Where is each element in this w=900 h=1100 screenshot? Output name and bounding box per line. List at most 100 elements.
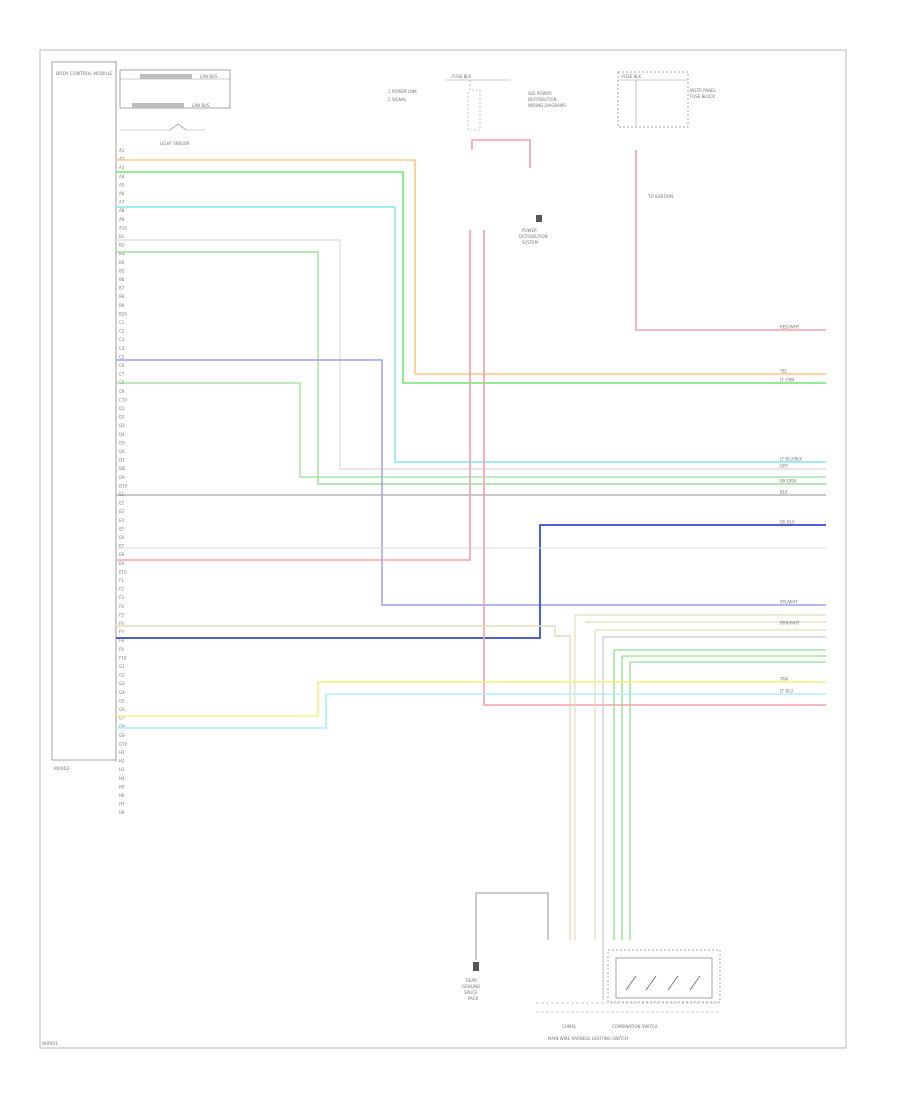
module-pin: H8 [119,810,125,815]
module-pin: E7 [119,544,125,549]
ground-top-2: DISTRIBUTION [519,234,548,239]
module-pin: D9 [119,475,125,480]
module-pin: D4 [119,432,125,437]
module-pin: F9 [119,647,124,652]
ignition-label: TO IGNITION [647,194,673,199]
module-pin: A9 [119,217,125,222]
wire-code-label: LT BLU [780,689,793,694]
fuse-right-title: FUSE BLK [622,74,642,79]
fuse-block-left: FUSE BLK SEE POWER DISTRIBUTION WIRING D… [445,74,566,131]
module-pin: C10 [119,397,127,402]
module-pin: F7 [119,630,124,635]
module-pin: A10 [119,225,127,230]
module-pin: H4 [119,776,125,781]
module-pin: E6 [119,535,125,540]
switch-label-right: COMBINATION SWITCH [612,1024,657,1029]
module-pin: C1 [119,320,125,325]
module-pin: G3 [119,681,125,686]
combination-switch-assembly: CHMSL COMBINATION SWITCH MAIN WIRE HARNE… [536,949,721,1041]
module-pin: G6 [119,707,125,712]
module-pin: B5 [119,268,125,273]
module-pin: C5 [119,354,125,359]
body-control-module: BODY CONTROL MODULE M0002 A1A2A3A4A5A6A7… [51,60,128,815]
fuse-block-right: FUSE BLK INSTR PANEL FUSE BLOCK [617,71,717,128]
module-pin: H2 [119,759,125,764]
bus-label-2: LAN BUS [192,103,210,108]
module-pin: A3 [119,165,125,170]
module-pin: C7 [119,372,125,377]
module-pin: D5 [119,440,125,445]
module-pin: F2 [119,587,124,592]
ground-top-3: SYSTEM [522,240,538,245]
wire-code-label: BRN/WHT [780,621,800,626]
wire-code-label: YEL [779,369,788,374]
fuse-right-note-2: FUSE BLOCK [690,94,715,99]
module-pin: B2 [119,243,125,248]
module-pin: H1 [119,750,125,755]
module-pin: H5 [119,784,125,789]
module-pin: C2 [119,329,125,334]
module-pin: H6 [119,793,125,798]
module-footer: M0002 [54,766,69,772]
module-pin: E8 [119,552,125,557]
module-pin: D7 [119,458,125,463]
module-pin: B4 [119,260,125,265]
legend: 1 POWER LINK 2 SIGNAL [388,89,417,102]
module-pin: G1 [119,664,125,669]
module-pin: D6 [119,449,125,454]
module-pin: C9 [119,389,125,394]
diagram-frame [39,49,847,1049]
page-code: W0001 [42,1041,58,1047]
ground-bottom-3: SPLICE [464,990,478,995]
module-pin: E2 [119,501,125,506]
module-pin: F1 [119,578,124,583]
footer-label: MAIN WIRE HARNESS LIGHTING SWITCH [548,1036,628,1041]
module-pin: G9 [119,733,125,738]
module-pin: E3 [119,509,125,514]
module-pin: A8 [119,208,125,213]
legend-item-1: 1 POWER LINK [388,89,417,94]
module-pin: E10 [119,569,127,574]
module-pin: A2 [119,157,125,162]
switch-label-left: CHMSL [562,1024,577,1029]
module-pin: C4 [119,346,125,351]
bus-label-1: LAN BUS [200,74,218,79]
wire-code-label: DK GRN [780,479,796,484]
legend-item-2: 2 SIGNAL [388,97,407,102]
wire-code-label: GRY [780,464,789,469]
fuse-left-note-1: SEE POWER [528,91,552,96]
wire-code-label: BLK [780,490,788,495]
module-pin: D10 [119,483,128,488]
module-pin: A5 [119,182,125,187]
ground-bottom-1: REAR [466,978,477,983]
module-pin: F10 [119,655,127,660]
module-pin: G5 [119,698,125,703]
power-distribution-ground: POWER DISTRIBUTION SYSTEM TO IGNITION [519,194,673,245]
module-pin: B7 [119,286,125,291]
fuse-left-note-2: DISTRIBUTION [528,97,557,102]
module-pin: B9 [119,303,125,308]
ground-bottom-4: PACK [468,996,479,1001]
wire-code-label: RED/WHT [780,325,800,330]
fuse-left-note-3: WIRING DIAGRAMS [528,103,566,108]
module-pin: H7 [119,802,125,807]
module-pin: G10 [119,741,128,746]
module-pin: E4 [119,518,125,523]
wire-code-label: TAN [779,677,788,682]
module-pin: A6 [119,191,125,196]
sensor-label: LIGHT SENSOR [160,141,190,146]
module-pin: F6 [119,621,124,626]
module-pin: F4 [119,604,124,609]
module-pin: A4 [119,174,125,179]
module-pin: B8 [119,294,125,299]
wire-code-label: LT BLU/BLK [780,457,802,462]
wire-bundle [116,139,826,1000]
module-pin: G7 [119,716,125,721]
wire-code-label: DK BLU [780,520,795,525]
module-pin: H3 [119,767,125,772]
module-pin: D8 [119,466,125,471]
module-pin: B1 [119,234,125,239]
module-pin: E5 [119,526,125,531]
module-pin: D1 [119,406,125,411]
